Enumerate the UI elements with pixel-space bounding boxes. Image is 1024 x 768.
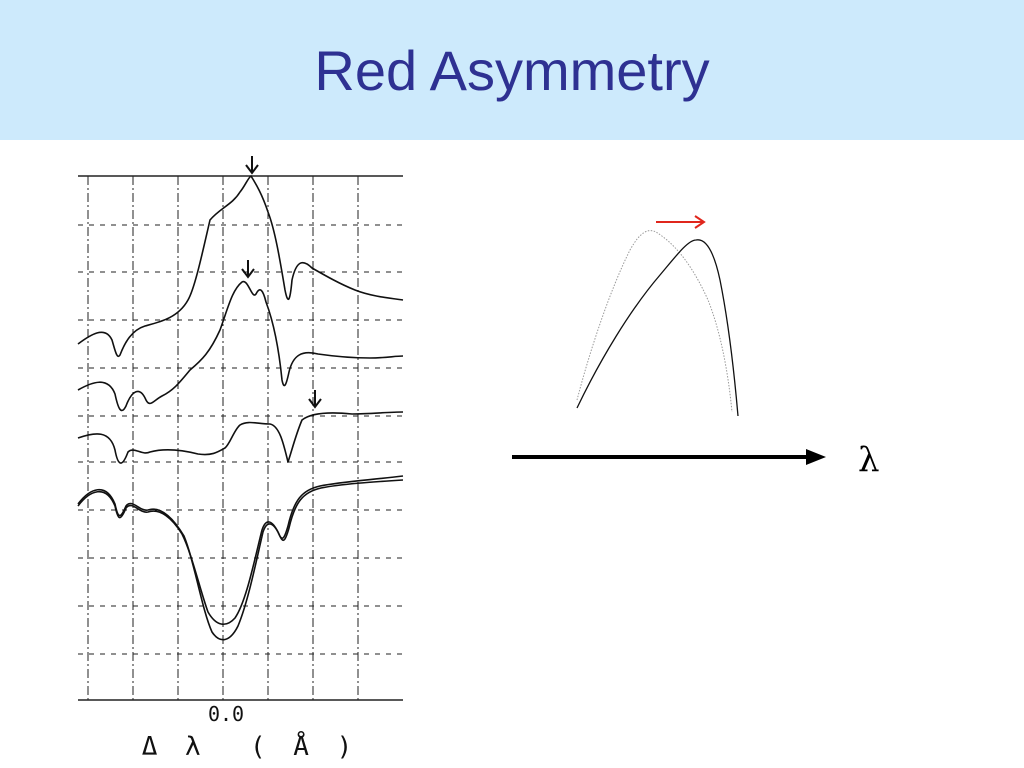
shifted-profile-curve — [576, 239, 739, 417]
spectrum-trace-4 — [77, 475, 404, 625]
wavelength-axis-arrow-icon — [512, 449, 826, 465]
spectrum-trace-1 — [77, 175, 404, 358]
down-arrow-icon — [245, 156, 259, 175]
profile-diagram — [512, 215, 826, 465]
slide-title: Red Asymmetry — [314, 39, 710, 102]
spectrum-trace-3 — [77, 411, 404, 464]
down-arrow-icon — [241, 260, 255, 279]
shift-arrow-icon — [656, 215, 706, 229]
x-axis-label: Δ λ ( Å ) — [141, 732, 359, 762]
down-arrow-icon — [308, 390, 322, 409]
x-tick-label: 0.0 — [207, 702, 245, 726]
lambda-axis-label: λ — [858, 440, 880, 480]
spectra-grid — [78, 175, 403, 701]
spectra-figure — [77, 156, 404, 701]
unshifted-profile-curve — [576, 230, 733, 413]
title-bar: Red Asymmetry — [0, 0, 1024, 140]
spectrum-trace-5 — [77, 479, 404, 641]
spectrum-trace-2 — [77, 280, 404, 412]
